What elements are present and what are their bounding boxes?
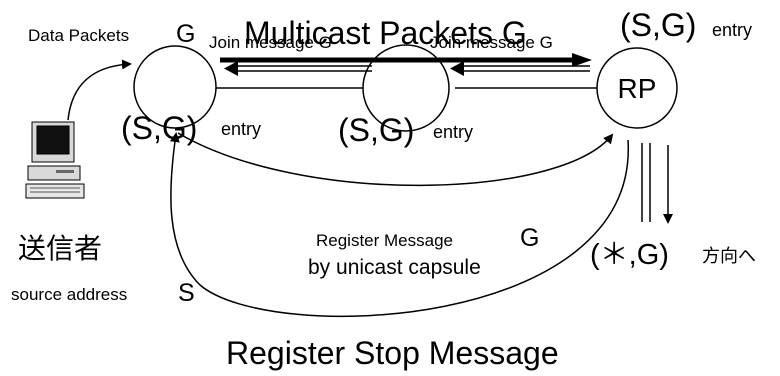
star-g-label: (＊,G)	[590, 239, 669, 271]
unicast-capsule-label: by unicast capsule	[308, 256, 481, 279]
source-address-s: S	[178, 279, 195, 307]
direction-label: 方向へ	[702, 246, 756, 266]
sg-entry-left-sg: (S,G)	[121, 110, 197, 146]
sg-entry-top-sg: (S,G)	[620, 7, 696, 43]
sg-entry-mid-entry: entry	[433, 122, 473, 142]
register-stop-arrow	[169, 132, 629, 317]
register-message-g: G	[520, 224, 539, 252]
register-stop-label: Register Stop Message	[226, 335, 559, 371]
router-1	[133, 45, 217, 129]
join-message-label-1: Join message G	[209, 33, 332, 52]
join-arrow-left-head	[224, 61, 238, 76]
desktop-computer-icon	[25, 121, 85, 199]
sender-to-router-arrow	[67, 59, 132, 121]
data-packets-label: Data Packets	[28, 26, 129, 45]
register-message-arrow	[177, 132, 614, 187]
sg-entry-left-entry: entry	[221, 119, 261, 139]
multicast-packets-arrowhead	[572, 53, 592, 67]
register-message-label: Register Message	[316, 231, 453, 250]
sg-entry-mid-sg: (S,G)	[338, 112, 414, 148]
join-message-label-2: Join message G	[430, 33, 553, 52]
router-2	[362, 44, 450, 132]
data-packets-g: G	[176, 20, 195, 48]
rp-label: RP	[618, 73, 657, 104]
rp-node	[596, 47, 678, 129]
multicast-packets-label: Multicast Packets G	[244, 15, 527, 51]
join-arrow-right-head	[450, 61, 464, 76]
source-address-label: source address	[11, 285, 127, 304]
sender-label: 送信者	[18, 233, 102, 264]
sg-entry-top-entry: entry	[712, 20, 752, 40]
